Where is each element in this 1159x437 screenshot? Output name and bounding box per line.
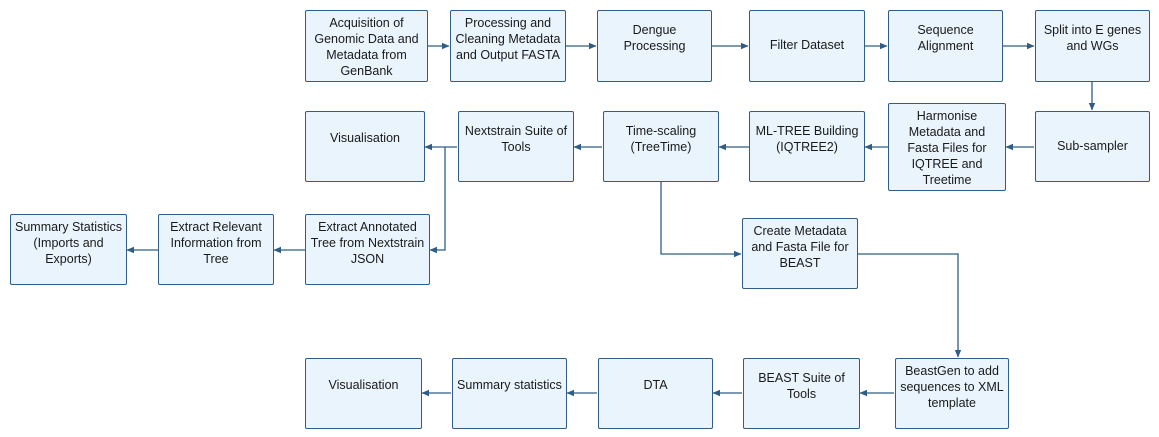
edge-nextstrain-to-extract-annotated (429, 147, 446, 254)
node-dengue-processing: Dengue Processing (597, 10, 712, 82)
node-split-genes: Split into E genes and WGs (1035, 10, 1150, 82)
node-processing-cleaning: Processing and Cleaning Metadata and Out… (450, 10, 566, 82)
node-split-genes-label: Split into E genes and WGs (1043, 23, 1142, 53)
node-sub-sampler: Sub-sampler (1035, 111, 1150, 182)
node-time-scaling: Time-scaling (TreeTime) (603, 111, 719, 182)
node-visualisation-2: Visualisation (305, 358, 422, 429)
node-nextstrain-suite: Nextstrain Suite of Tools (458, 111, 574, 182)
node-create-beast-files-label: Create Metadata and Fasta File for BEAST (751, 224, 849, 270)
node-filter-dataset-label: Filter Dataset (769, 38, 845, 52)
node-sequence-alignment-label: Sequence Alignment (917, 23, 974, 53)
node-summary-stats-1-label: Summary Statistics (Imports and Exports) (15, 220, 122, 266)
node-beast-suite: BEAST Suite of Tools (743, 358, 860, 429)
node-visualisation-1: Visualisation (305, 111, 425, 182)
node-ml-tree: ML-TREE Building (IQTREE2) (749, 111, 865, 182)
node-time-scaling-label: Time-scaling (TreeTime) (625, 124, 697, 154)
node-extract-annotated: Extract Annotated Tree from Nextstrain J… (305, 214, 430, 285)
node-harmonise-label: Harmonise Metadata and Fasta Files for I… (907, 109, 987, 187)
node-sequence-alignment: Sequence Alignment (888, 10, 1003, 82)
node-beastgen-label: BeastGen to add sequences to XML templat… (900, 364, 1004, 410)
node-extract-relevant-label: Extract Relevant Information from Tree (170, 220, 262, 266)
node-ml-tree-label: ML-TREE Building (IQTREE2) (755, 124, 859, 154)
node-create-beast-files: Create Metadata and Fasta File for BEAST (742, 218, 858, 289)
node-dta-label: DTA (643, 378, 668, 392)
node-beast-suite-label: BEAST Suite of Tools (758, 371, 845, 401)
node-processing-cleaning-label: Processing and Cleaning Metadata and Out… (455, 16, 561, 62)
node-beastgen: BeastGen to add sequences to XML templat… (895, 358, 1009, 429)
node-harmonise: Harmonise Metadata and Fasta Files for I… (888, 103, 1006, 191)
node-visualisation-2-label: Visualisation (328, 378, 399, 392)
node-acquisition-label: Acquisition of Genomic Data and Metadata… (314, 16, 419, 78)
edge-timescaling-to-create-beast (660, 182, 742, 258)
node-summary-stats-1: Summary Statistics (Imports and Exports) (10, 214, 127, 285)
node-extract-relevant: Extract Relevant Information from Tree (158, 214, 274, 285)
node-dengue-processing-label: Dengue Processing (623, 23, 686, 53)
node-sub-sampler-label: Sub-sampler (1057, 139, 1128, 153)
node-acquisition: Acquisition of Genomic Data and Metadata… (305, 10, 428, 82)
node-visualisation-1-label: Visualisation (330, 131, 400, 145)
node-dta: DTA (598, 358, 713, 429)
node-summary-stats-2-label: Summary statistics (457, 378, 562, 392)
node-extract-annotated-label: Extract Annotated Tree from Nextstrain J… (310, 220, 425, 266)
node-filter-dataset: Filter Dataset (749, 10, 865, 82)
edge-create-beast-to-beastgen (858, 253, 962, 358)
node-nextstrain-suite-label: Nextstrain Suite of Tools (464, 124, 568, 154)
node-summary-stats-2: Summary statistics (452, 358, 567, 429)
